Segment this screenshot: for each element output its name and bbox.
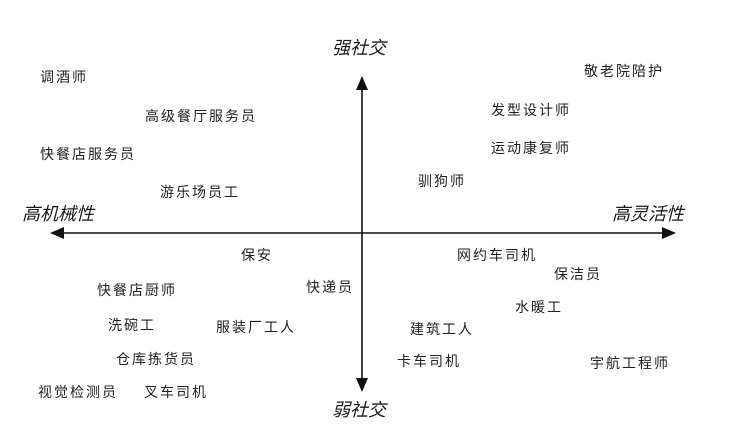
axis-label-bottom: 弱社交 xyxy=(332,400,386,421)
job-label: 网约车司机 xyxy=(457,248,537,264)
right-arrowhead-icon xyxy=(662,227,676,239)
job-label: 卡车司机 xyxy=(397,354,461,370)
job-label: 仓库拣货员 xyxy=(116,352,196,368)
job-label: 高级餐厅服务员 xyxy=(145,109,257,125)
job-label: 叉车司机 xyxy=(144,385,208,401)
job-label: 视觉检测员 xyxy=(38,385,118,401)
job-label: 水暖工 xyxy=(515,300,563,316)
left-arrowhead-icon xyxy=(50,227,64,239)
job-label: 运动康复师 xyxy=(491,141,571,157)
job-label: 调酒师 xyxy=(40,70,88,86)
down-arrowhead-icon xyxy=(356,378,368,392)
job-label: 保洁员 xyxy=(554,267,602,283)
job-label: 洗碗工 xyxy=(108,318,156,334)
up-arrowhead-icon xyxy=(356,76,368,90)
axis-label-left: 高机械性 xyxy=(22,204,94,225)
axis-label-right: 高灵活性 xyxy=(612,204,684,225)
job-label: 快递员 xyxy=(306,280,354,296)
job-label: 快餐店厨师 xyxy=(97,283,177,299)
job-label: 发型设计师 xyxy=(491,103,571,119)
job-label: 建筑工人 xyxy=(410,322,474,338)
job-label: 游乐场员工 xyxy=(160,185,240,201)
job-label: 宇航工程师 xyxy=(590,356,670,372)
job-label: 驯狗师 xyxy=(418,174,466,190)
job-label: 敬老院陪护 xyxy=(584,64,664,80)
axis-label-top: 强社交 xyxy=(332,38,386,59)
job-label: 快餐店服务员 xyxy=(40,147,136,163)
job-label: 保安 xyxy=(241,248,273,264)
job-label: 服装厂工人 xyxy=(216,320,296,336)
